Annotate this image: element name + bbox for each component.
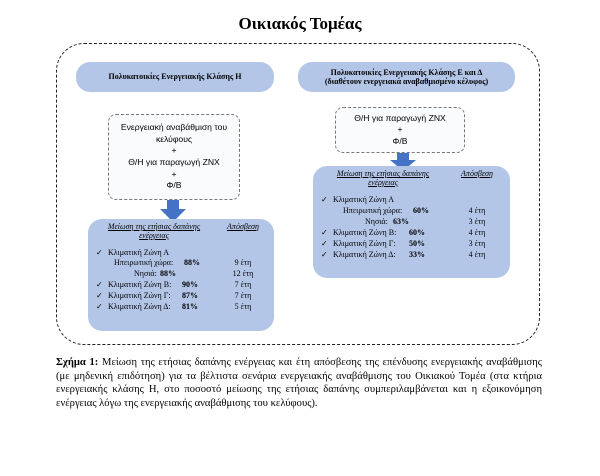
row-label: Ηπειρωτική χώρα: — [343, 206, 403, 215]
right-results-panel: Μείωση της ετήσιας δαπάνης ενέργειας Από… — [313, 166, 510, 278]
row-label: Κλιματική Ζώνη Β: — [333, 228, 397, 237]
right-category-header: Πολυκατοικίες Ενεργειακής Κλάσης Ε και Δ… — [298, 62, 515, 92]
results-header-payback: Απόσβεση — [227, 222, 259, 231]
row-label: Κλιματική Ζώνη Α — [108, 248, 170, 257]
result-row: ✓ Κλιματική Ζώνη Α — [313, 195, 510, 205]
row-payback: 7 έτη — [234, 280, 252, 289]
row-percentage: 33% — [409, 250, 425, 259]
right-category-header-line1: Πολυκατοικίες Ενεργειακής Κλάσης Ε και Δ — [330, 67, 483, 77]
result-row: ✓ Κλιματική Ζώνη Γ: 87% 7 έτη — [88, 291, 274, 301]
result-row: ✓ Κλιματική Ζώνη Δ: 33% 4 έτη — [313, 250, 510, 260]
row-label: Κλιματική Ζώνη Γ: — [108, 291, 171, 300]
row-label: Κλιματική Ζώνη Δ: — [333, 250, 396, 259]
row-percentage: 60% — [413, 206, 429, 215]
check-icon: ✓ — [321, 228, 328, 237]
measure-line: + — [397, 124, 403, 135]
down-arrow-icon — [390, 153, 416, 171]
check-icon: ✓ — [321, 195, 328, 204]
result-row: Νησιά: 63% 3 έτη — [313, 217, 510, 227]
row-percentage: 88% — [184, 258, 200, 267]
result-row: Ηπειρωτική χώρα: 60% 4 έτη — [313, 206, 510, 216]
row-label: Κλιματική Ζώνη Α — [333, 195, 395, 204]
measure-line: Ενεργειακή αναβάθμιση του κελύφους — [120, 122, 228, 144]
result-row: Ηπειρωτική χώρα: 88% 9 έτη — [88, 258, 274, 268]
left-results-panel: Μείωση της ετήσιας δαπάνης ενέργειας Από… — [88, 219, 274, 331]
check-icon: ✓ — [96, 248, 103, 257]
results-header-reduction: Μείωση της ετήσιας δαπάνης ενέργειας — [107, 222, 201, 240]
row-percentage: 90% — [182, 280, 198, 289]
result-row: Νησιά: 88% 12 έτη — [88, 269, 274, 279]
check-icon: ✓ — [321, 250, 328, 259]
check-icon: ✓ — [96, 280, 103, 289]
row-percentage: 60% — [409, 228, 425, 237]
row-percentage: 81% — [182, 302, 198, 311]
measure-line: + — [171, 168, 177, 179]
row-percentage: 88% — [160, 269, 176, 278]
result-row: ✓ Κλιματική Ζώνη Δ: 81% 5 έτη — [88, 302, 274, 312]
row-payback: 7 έτη — [234, 291, 252, 300]
left-category-header: Πολυκατοικίες Ενεργειακής Κλάσης Η — [76, 62, 274, 92]
result-row: ✓ Κλιματική Ζώνη Β: 90% 7 έτη — [88, 280, 274, 290]
check-icon: ✓ — [96, 302, 103, 311]
check-icon: ✓ — [96, 291, 103, 300]
result-row: ✓ Κλιματική Ζώνη Α — [88, 248, 274, 258]
right-measures-box: Θ/Η για παραγωγή ZNX + Φ/Β — [335, 107, 465, 153]
row-payback: 4 έτη — [468, 250, 486, 259]
row-payback: 4 έτη — [468, 206, 486, 215]
caption-label: Σχήμα 1: — [56, 357, 99, 368]
row-payback: 3 έτη — [468, 217, 486, 226]
figure-caption: Σχήμα 1: Μείωση της ετήσιας δαπάνης ενέρ… — [56, 356, 542, 410]
right-category-header-line2: (διαθέτουν ενεργειακά αναβαθμισμένο κέλυ… — [324, 77, 489, 86]
row-payback: 12 έτη — [232, 269, 254, 278]
left-measures-box: Ενεργειακή αναβάθμιση του κελύφους + Θ/Η… — [108, 114, 240, 200]
measure-line: Φ/Β — [166, 180, 182, 191]
row-percentage: 63% — [393, 217, 409, 226]
caption-text: Μείωση της ετήσιας δαπάνης ενέργειας και… — [56, 357, 542, 409]
measure-line: + — [171, 145, 177, 156]
result-row: ✓ Κλιματική Ζώνη Β: 60% 4 έτη — [313, 228, 510, 238]
row-payback: 9 έτη — [234, 258, 252, 267]
diagram-title: Οικιακός Τομέας — [238, 14, 362, 33]
row-label: Κλιματική Ζώνη Β: — [108, 280, 172, 289]
results-header-payback: Απόσβεση — [461, 169, 493, 178]
down-arrow-icon — [160, 200, 186, 222]
row-label: Νησιά: — [134, 269, 157, 278]
results-header-reduction: Μείωση της ετήσιας δαπάνης ενέργειας — [336, 169, 430, 187]
measure-line: Θ/Η για παραγωγή ZNX — [354, 112, 446, 123]
row-payback: 4 έτη — [468, 228, 486, 237]
row-label: Κλιματική Ζώνη Γ: — [333, 239, 396, 248]
row-percentage: 87% — [182, 291, 198, 300]
sector-dashed-boundary — [56, 43, 540, 345]
left-category-header-text: Πολυκατοικίες Ενεργειακής Κλάσης Η — [108, 72, 242, 82]
row-payback: 3 έτη — [468, 239, 486, 248]
measure-line: Φ/Β — [392, 135, 408, 146]
row-label: Νησιά: — [365, 217, 388, 226]
result-row: ✓ Κλιματική Ζώνη Γ: 50% 3 έτη — [313, 239, 510, 249]
check-icon: ✓ — [321, 239, 328, 248]
row-percentage: 50% — [409, 239, 425, 248]
row-label: Κλιματική Ζώνη Δ: — [108, 302, 171, 311]
row-payback: 5 έτη — [234, 302, 252, 311]
row-label: Ηπειρωτική χώρα: — [114, 258, 174, 267]
measure-line: Θ/Η για παραγωγή ZNX — [128, 157, 220, 167]
